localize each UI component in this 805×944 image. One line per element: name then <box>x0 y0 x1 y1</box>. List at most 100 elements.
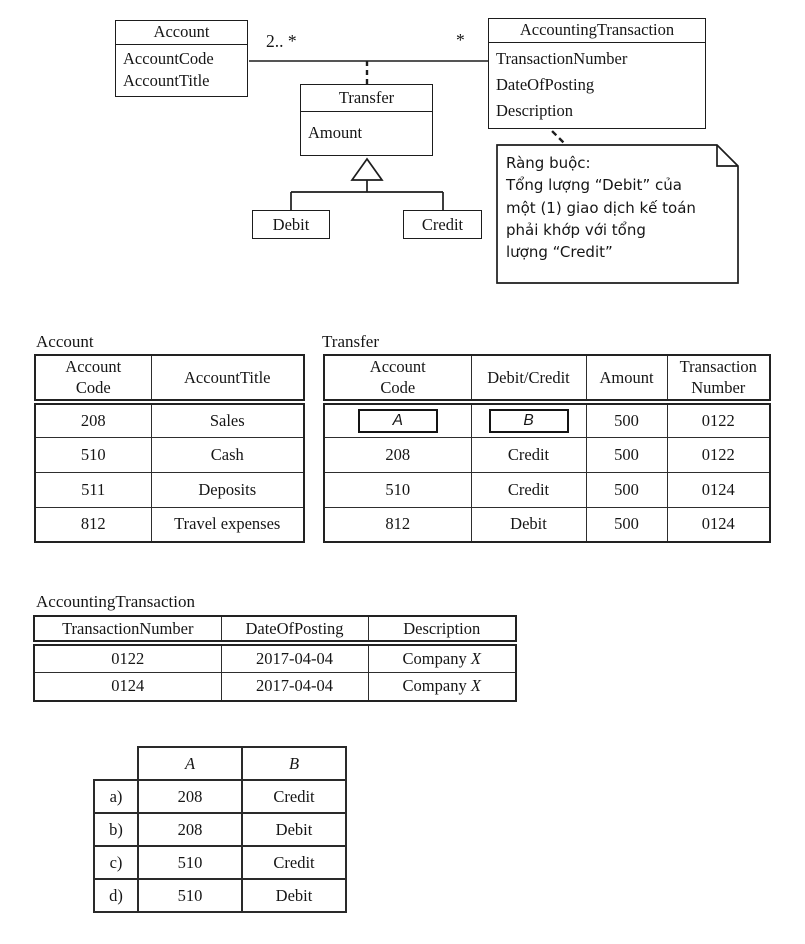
class-title: AccountingTransaction <box>489 19 705 43</box>
options-header-row: A B <box>94 746 347 781</box>
option-label: d) <box>93 878 139 913</box>
option-col-b-header: B <box>241 746 347 781</box>
option-row-d: d) 510 Debit <box>93 878 347 913</box>
attribute: Amount <box>308 123 363 142</box>
blank-a-box: A <box>357 408 438 433</box>
option-b-value: Credit <box>241 845 347 880</box>
option-row-c: c) 510 Credit <box>93 845 347 880</box>
table-row: 208 Credit 500 0122 <box>323 436 771 473</box>
debit-credit-cell: Debit <box>470 506 587 543</box>
table-row: 510 Cash <box>34 436 305 473</box>
blank-b-box: B <box>488 408 569 433</box>
table-row-blanks: A B 500 0122 <box>323 401 771 438</box>
transfer-table: Account Code Debit/Credit Amount Transac… <box>323 354 771 543</box>
constraint-note: Ràng buộc: Tổng lượng “Debit” của một (1… <box>506 152 722 263</box>
generalization-triangle-icon <box>350 157 384 181</box>
uml-class-transfer: Transfer Amount <box>300 84 433 156</box>
date-cell: 2017-04-04 <box>220 671 369 702</box>
attribute: Description <box>496 101 573 120</box>
class-attributes: TransactionNumber DateOfPosting Descript… <box>489 43 705 128</box>
note-line: một (1) giao dịch kế toán <box>506 198 696 217</box>
options-table: A B a) 208 Credit b) 208 Debit c) 510 Cr… <box>93 746 347 913</box>
blank-corner-cell <box>94 747 138 780</box>
transaction-number-cell: 0124 <box>666 471 771 508</box>
table-header-row: TransactionNumber DateOfPosting Descript… <box>33 615 517 646</box>
attribute: AccountTitle <box>123 71 210 90</box>
option-row-a: a) 208 Credit <box>93 779 347 814</box>
transfer-table-label: Transfer <box>322 332 379 351</box>
account-title-cell: Travel expenses <box>150 506 305 543</box>
uml-class-credit: Credit <box>403 210 482 239</box>
note-line: phải khớp với tổng <box>506 220 646 239</box>
transaction-number-cell: 0124 <box>666 506 771 543</box>
table-row: 511 Deposits <box>34 471 305 508</box>
account-code-cell: 208 <box>323 436 472 473</box>
blank-b-cell: B <box>470 401 587 438</box>
account-table: Account Code AccountTitle 208 Sales 510 … <box>34 354 305 543</box>
option-a-value: 208 <box>137 812 243 847</box>
amount-cell: 500 <box>585 471 668 508</box>
option-b-value: Debit <box>241 878 347 913</box>
account-code-cell: 812 <box>323 506 472 543</box>
table-row: 812 Debit 500 0124 <box>323 506 771 543</box>
note-line: Tổng lượng “Debit” của <box>506 176 682 195</box>
transaction-number-header: TransactionNumber <box>33 615 222 646</box>
transaction-number-cell: 0124 <box>33 671 222 702</box>
option-label: a) <box>93 779 139 814</box>
debit-credit-header: Debit/Credit <box>470 354 587 405</box>
table-row: 208 Sales <box>34 401 305 438</box>
option-a-value: 510 <box>137 845 243 880</box>
date-cell: 2017-04-04 <box>220 642 369 673</box>
option-label: b) <box>93 812 139 847</box>
table-header-row: Account Code Debit/Credit Amount Transac… <box>323 354 771 405</box>
account-code-cell: 208 <box>34 401 152 438</box>
table-row: 812 Travel expenses <box>34 506 305 543</box>
class-title: Credit <box>421 214 464 234</box>
account-code-cell: 812 <box>34 506 152 543</box>
transaction-table-label: AccountingTransaction <box>36 592 195 611</box>
account-code-cell: 511 <box>34 471 152 508</box>
account-code-header: Account Code <box>323 354 472 405</box>
option-b-value: Credit <box>241 779 347 814</box>
amount-header: Amount <box>585 354 668 405</box>
option-a-value: 208 <box>137 779 243 814</box>
amount-cell: 500 <box>585 436 668 473</box>
uml-class-accounting-transaction: AccountingTransaction TransactionNumber … <box>488 18 706 129</box>
amount-cell: 500 <box>585 401 668 438</box>
class-attributes: AccountCode AccountTitle <box>116 45 247 96</box>
account-code-header: Account Code <box>34 354 152 405</box>
option-a-value: 510 <box>137 878 243 913</box>
account-title-header: AccountTitle <box>150 354 305 405</box>
note-line: Ràng buộc: <box>506 154 591 172</box>
multiplicity-transaction-label: * <box>456 30 465 50</box>
class-title: Debit <box>272 214 310 234</box>
attribute: TransactionNumber <box>496 49 628 68</box>
account-code-cell: 510 <box>323 471 472 508</box>
generalization-connectors <box>290 180 444 211</box>
multiplicity-account-label: 2.. * <box>266 31 297 51</box>
debit-credit-cell: Credit <box>470 436 587 473</box>
table-row: 0122 2017-04-04 Company X <box>33 642 517 673</box>
account-table-label: Account <box>36 332 94 351</box>
company-x-italic: X <box>470 648 481 668</box>
class-attributes: Amount <box>301 112 432 155</box>
transaction-number-cell: 0122 <box>666 401 771 438</box>
table-row: 0124 2017-04-04 Company X <box>33 671 517 702</box>
account-title-cell: Sales <box>150 401 305 438</box>
date-of-posting-header: DateOfPosting <box>220 615 369 646</box>
account-code-cell: 510 <box>34 436 152 473</box>
attribute: DateOfPosting <box>496 75 595 94</box>
debit-credit-cell: Credit <box>470 471 587 508</box>
company-x-italic: X <box>470 676 481 696</box>
note-line: lượng “Credit” <box>506 243 613 262</box>
account-title-cell: Cash <box>150 436 305 473</box>
option-row-b: b) 208 Debit <box>93 812 347 847</box>
uml-class-account: Account AccountCode AccountTitle <box>115 20 248 97</box>
description-header: Description <box>367 615 517 646</box>
transaction-number-cell: 0122 <box>666 436 771 473</box>
option-col-a-header: A <box>137 746 243 781</box>
attribute: AccountCode <box>123 49 214 68</box>
transaction-number-header: Transaction Number <box>666 354 771 405</box>
transaction-table: TransactionNumber DateOfPosting Descript… <box>33 615 517 702</box>
